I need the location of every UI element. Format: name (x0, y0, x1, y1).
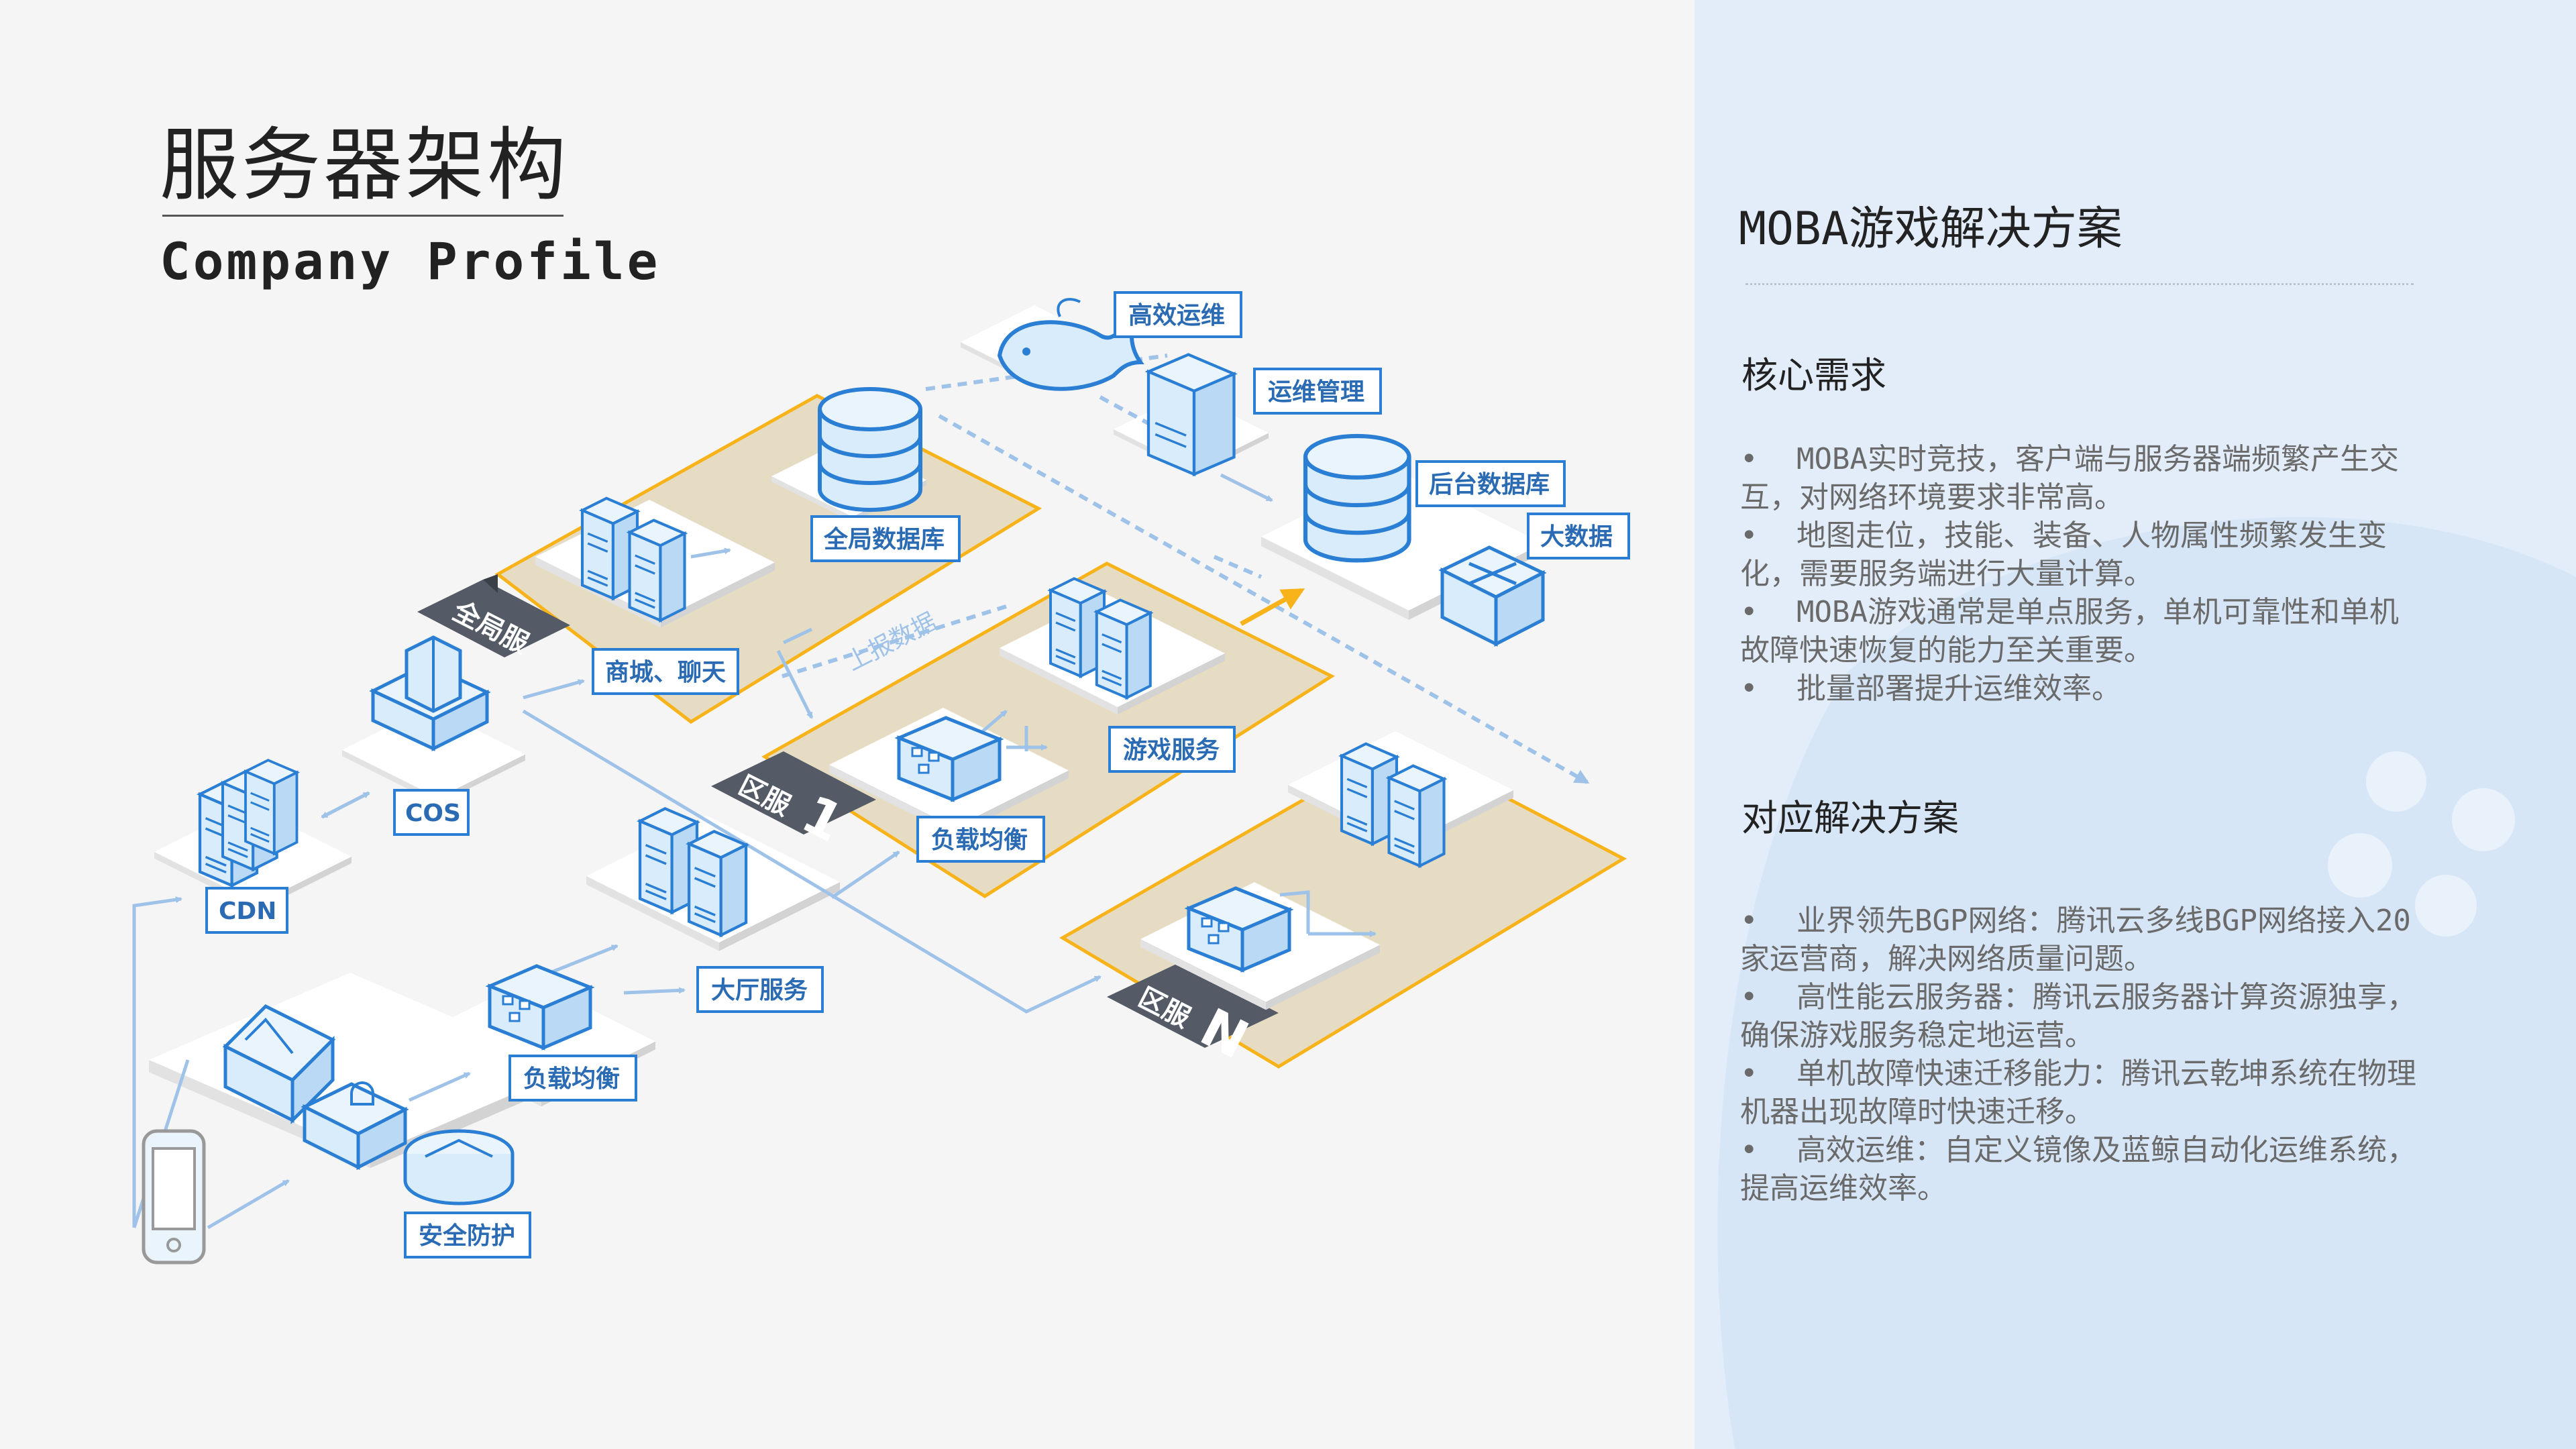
svg-text:负载均衡: 负载均衡 (523, 1065, 620, 1093)
label-mall-chat: 商城、聊天 (592, 648, 739, 695)
svg-text:COS: COS (405, 800, 461, 827)
report-arrow (1240, 588, 1305, 627)
list-item: •单机故障快速迁移能力：腾讯云乾坤系统在物理机器出现故障时快速迁移。 (1740, 1057, 2416, 1129)
backend-database-icon (1305, 436, 1409, 560)
cos-icon (369, 635, 491, 752)
right-panel (1695, 0, 2576, 1449)
label-ops-management: 运维管理 (1253, 368, 1382, 415)
list-item: •高效运维：自定义镜像及蓝鲸自动化运维系统，提高运维效率。 (1740, 1133, 2416, 1205)
svg-text:大数据: 大数据 (1540, 523, 1613, 551)
core-requirements-list: •MOBA实时竞技，客户端与服务器端频繁产生交互，对网络环境要求非常高。 •地图… (1740, 440, 2418, 708)
list-item: •高性能云服务器：腾讯云服务器计算资源独享，确保游戏服务稳定地运营。 (1740, 980, 2416, 1053)
solutions-list: •业界领先BGP网络：腾讯云多线BGP网络接入20家运营商，解决网络质量问题。 … (1740, 902, 2418, 1208)
svg-text:商城、聊天: 商城、聊天 (605, 659, 726, 686)
svg-text:运维管理: 运维管理 (1268, 378, 1364, 406)
big-data-icon (1438, 545, 1547, 647)
phone-icon (142, 1129, 206, 1265)
label-backend-db: 后台数据库 (1415, 460, 1566, 507)
whale-icon (997, 298, 1144, 391)
label-lobby-service: 大厅服务 (696, 966, 824, 1013)
list-item: •业界领先BGP网络：腾讯云多线BGP网络接入20家运营商，解决网络质量问题。 (1740, 904, 2411, 976)
label-game-service: 游戏服务 (1108, 726, 1236, 773)
svg-text:负载均衡: 负载均衡 (931, 826, 1028, 854)
server-architecture-diagram: 全局服 区服 1 区服 N (132, 291, 1630, 1265)
background-decoration (1717, 517, 2576, 1449)
page-subtitle: Company Profile (160, 231, 661, 291)
svg-text:游戏服务: 游戏服务 (1123, 737, 1220, 764)
solution-title: MOBA游戏解决方案 (1739, 203, 2123, 256)
label-cdn: CDN (205, 887, 288, 934)
svg-text:安全防护: 安全防护 (419, 1222, 515, 1250)
label-load-balance: 负载均衡 (508, 1055, 637, 1102)
title-divider (162, 215, 564, 217)
list-item: •批量部署提升运维效率。 (1740, 672, 2121, 706)
label-big-data: 大数据 (1527, 513, 1630, 559)
solutions-heading: 对应解决方案 (1741, 797, 1959, 839)
list-item: •MOBA实时竞技，客户端与服务器端频繁产生交互，对网络环境要求非常高。 (1740, 442, 2399, 515)
firewall-device-icon (403, 1129, 515, 1205)
list-item: •MOBA游戏通常是单点服务，单机可靠性和单机故障快速恢复的能力至关重要。 (1740, 595, 2399, 667)
ops-server-icon (1144, 353, 1238, 477)
solution-divider (1746, 283, 2414, 285)
page-title: 服务器架构 (160, 119, 570, 211)
svg-text:后台数据库: 后台数据库 (1429, 471, 1550, 498)
svg-text:大厅服务: 大厅服务 (711, 977, 808, 1004)
svg-text:高效运维: 高效运维 (1128, 302, 1225, 329)
label-cos: COS (393, 789, 470, 836)
list-item: •地图走位，技能、装备、人物属性频繁发生变化，需要服务端进行大量计算。 (1740, 519, 2387, 591)
shield-device-icon (222, 1004, 336, 1125)
global-database-icon (820, 389, 920, 510)
label-security: 安全防护 (404, 1212, 531, 1258)
svg-text:CDN: CDN (219, 898, 276, 925)
core-requirements-heading: 核心需求 (1741, 354, 1886, 396)
lock-device-icon (301, 1081, 409, 1171)
label-efficient-ops: 高效运维 (1114, 291, 1242, 338)
svg-text:全局数据库: 全局数据库 (823, 525, 945, 553)
label-zone-load-balance: 负载均衡 (916, 816, 1045, 863)
label-global-db: 全局数据库 (810, 515, 961, 562)
